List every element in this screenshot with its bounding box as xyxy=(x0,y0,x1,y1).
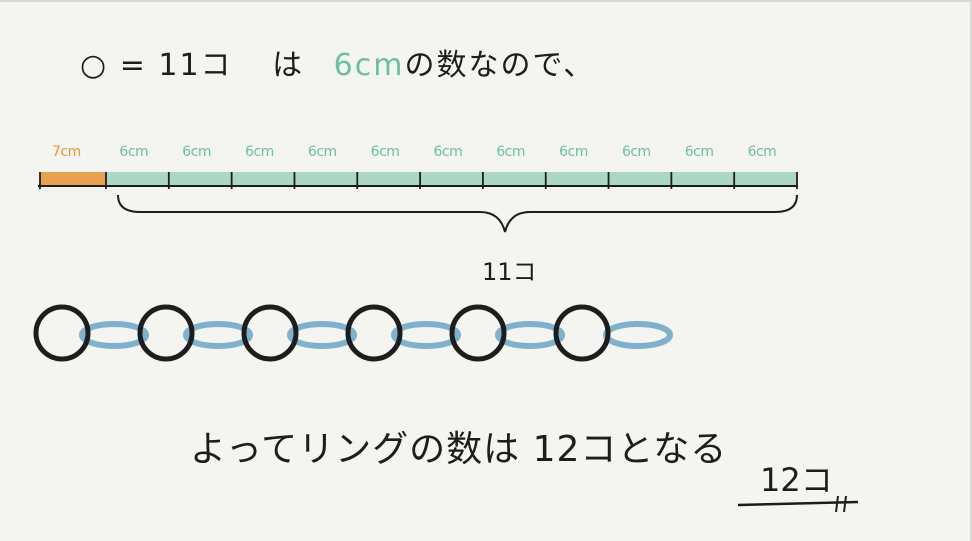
tape-orange-segment xyxy=(40,172,106,186)
segment-label-6cm: 6cm xyxy=(119,144,149,160)
segment-label-6cm: 6cm xyxy=(307,144,337,160)
segment-label-6cm: 6cm xyxy=(684,144,714,160)
black-ring xyxy=(33,304,91,362)
answer-text: 12コ xyxy=(760,461,833,499)
brace xyxy=(117,194,798,233)
segment-label-6cm: 6cm xyxy=(747,144,777,160)
heading-rest: の数なので、 xyxy=(404,48,596,83)
topic-particle: は xyxy=(272,48,305,83)
unit-6cm: 6cm xyxy=(333,48,405,83)
heading-line: ○ = 11コ は 6cmの数なので、 xyxy=(80,40,595,84)
blue-ring xyxy=(391,321,461,349)
black-ring xyxy=(449,304,507,362)
blue-ring xyxy=(603,321,673,349)
blue-ring xyxy=(287,321,357,349)
segment-label-7cm: 7cm xyxy=(52,144,81,160)
segment-label-6cm: 6cm xyxy=(559,144,588,160)
black-ring xyxy=(137,304,195,362)
segment-label-6cm: 6cm xyxy=(245,144,274,160)
segment-label-6cm: 6cm xyxy=(370,144,400,160)
blue-ring xyxy=(79,321,149,349)
segment-label-6cm: 6cm xyxy=(433,144,463,160)
blue-ring xyxy=(183,321,253,349)
frame-right-border xyxy=(970,0,972,541)
conclusion-text: よってリングの数は 12コとなる xyxy=(190,429,728,470)
black-ring xyxy=(241,304,299,362)
answer-mark-1 xyxy=(835,495,839,513)
segment-label-6cm: 6cm xyxy=(182,144,211,160)
segment-label-6cm: 6cm xyxy=(496,144,526,160)
answer-mark-2 xyxy=(843,495,847,513)
brace-count-label: 11コ xyxy=(482,258,537,286)
blue-ring xyxy=(495,321,565,349)
black-ring xyxy=(345,304,403,362)
black-ring xyxy=(553,304,611,362)
tape-green-segments xyxy=(106,172,797,186)
circle-equation: ○ = 11コ xyxy=(80,48,233,83)
frame-top-border xyxy=(0,0,972,2)
tape-ticks xyxy=(39,172,798,189)
ring-chain xyxy=(33,304,673,362)
segment-label-6cm: 6cm xyxy=(621,144,651,160)
answer-underline xyxy=(737,500,859,507)
